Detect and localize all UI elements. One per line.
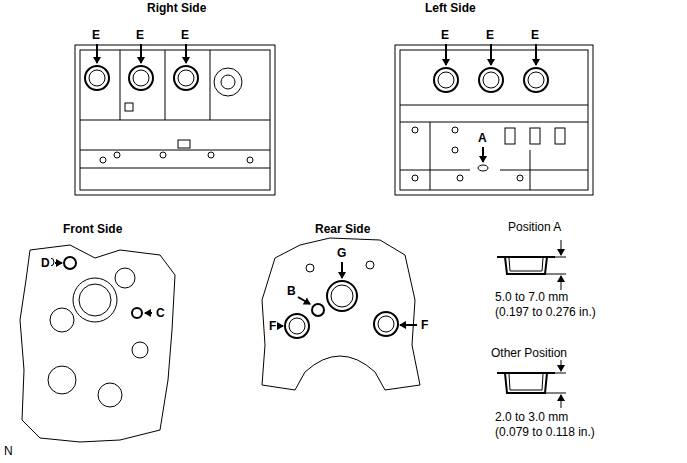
dimension-text: 2.0 to 3.0 mm [494,410,569,424]
view-title: Front Side [62,222,123,236]
section-title: Position A [507,220,562,234]
callout-letter: B [286,284,297,298]
front-side-view [20,245,175,442]
dimension-text: (0.079 to 0.118 in.) [494,425,596,439]
callout-letter: G [336,246,347,260]
callout-letter: C [155,306,166,320]
plug-depth-sections [497,240,566,408]
callout-letter: F [420,318,429,332]
callout-letter: A [477,131,488,145]
section-title: Other Position [490,346,568,360]
rear-side-view [262,238,420,390]
dimension-text: (0.197 to 0.276 in.) [494,305,597,319]
left-side-view [395,44,593,195]
dimension-text: 5.0 to 7.0 mm [494,290,569,304]
view-title: Left Side [424,1,477,15]
callout-letter: E [530,28,540,42]
callout-letter: E [440,28,450,42]
view-title: Right Side [146,1,207,15]
right-side-view [75,44,275,195]
callout-letter: E [91,28,101,42]
callout-letter: E [135,28,145,42]
view-title: Rear Side [314,222,371,236]
callout-letter: D [40,256,51,270]
callout-letter: F [268,319,277,333]
callout-letter: E [485,28,495,42]
callout-letter: E [180,28,190,42]
figure-code: N [3,444,14,458]
